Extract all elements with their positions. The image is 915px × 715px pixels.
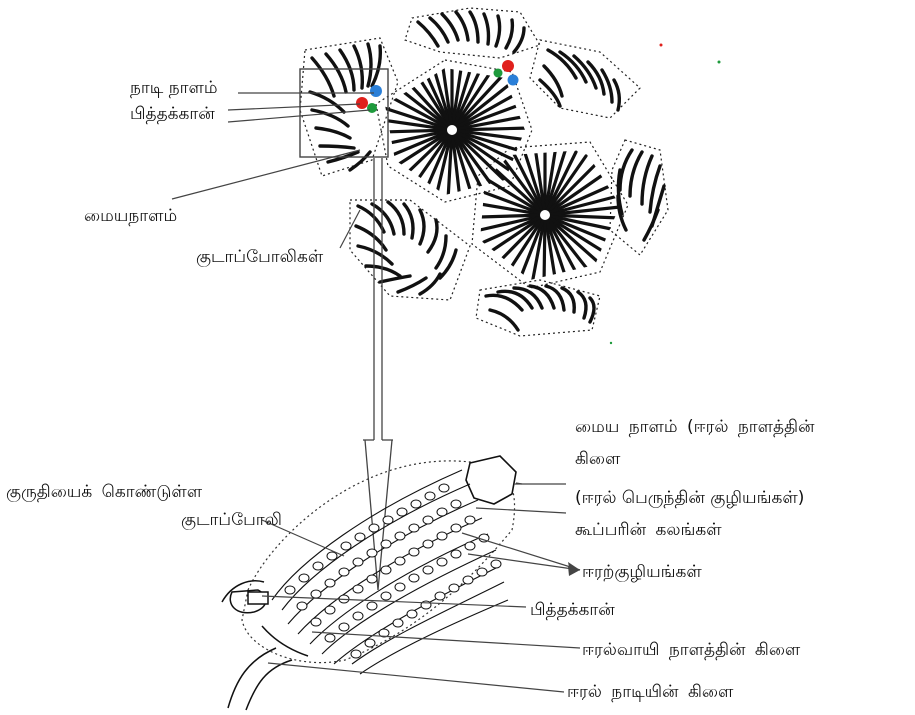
hepatic-cord-detail	[222, 456, 516, 710]
arrowheads	[568, 562, 580, 576]
label-central-vein-bottom-1: மைய நாளம் (ஈரல் நாளத்தின்	[575, 415, 815, 439]
label-bile-duct-top: பித்தக்கான்	[130, 102, 215, 126]
label-hepatocytes-top: குடாப்போலிகள்	[196, 245, 323, 269]
blue-vessel-dot	[370, 85, 382, 97]
label-bile-duct-bottom: பித்தக்கான்	[530, 598, 615, 622]
partial-lobule-strokes	[310, 12, 664, 330]
green-vessel-dot	[367, 103, 377, 113]
red-vessel-dot	[356, 97, 368, 109]
hepatic-artery-branch-shape	[228, 648, 276, 708]
leader-lines	[172, 93, 580, 692]
central-vein-bottom	[466, 456, 516, 504]
label-portal-vein: நாடி நாளம்	[130, 76, 218, 100]
specks	[610, 44, 721, 345]
portal-triad-left	[356, 85, 382, 113]
label-kupffer-2: கூப்பரின் கலங்கள்	[575, 518, 722, 542]
blue-vessel-dot	[508, 75, 519, 86]
central-vein-right-hole	[540, 210, 550, 220]
label-central-vein-bottom-2: கிளை	[575, 447, 620, 471]
green-vessel-dot	[494, 69, 503, 78]
label-portal-vein-branch: ஈரல்வாயி நாளத்தின் கிளை	[582, 638, 800, 662]
label-hepatic-artery-branch: ஈரல் நாடியின் கிளை	[567, 680, 733, 704]
liver-lobules-cross-section	[300, 8, 721, 344]
bile-duct-box	[248, 592, 268, 604]
label-kupffer-1: (ஈரல் பெருந்தின் குழியங்கள்)	[575, 486, 804, 510]
label-blood-sinusoid-2: குடாப்போலி	[60, 508, 282, 532]
central-vein-top-hole	[447, 125, 457, 135]
label-hepatic-cells: ஈரற்குழியங்கள்	[582, 560, 702, 584]
label-central-vein-top: மையநாளம்	[84, 204, 177, 228]
portal-triad-bottom	[222, 581, 308, 710]
label-blood-sinusoid-1: குருதியைக் கொண்டுள்ள	[6, 480, 202, 504]
red-vessel-dot	[502, 60, 514, 72]
